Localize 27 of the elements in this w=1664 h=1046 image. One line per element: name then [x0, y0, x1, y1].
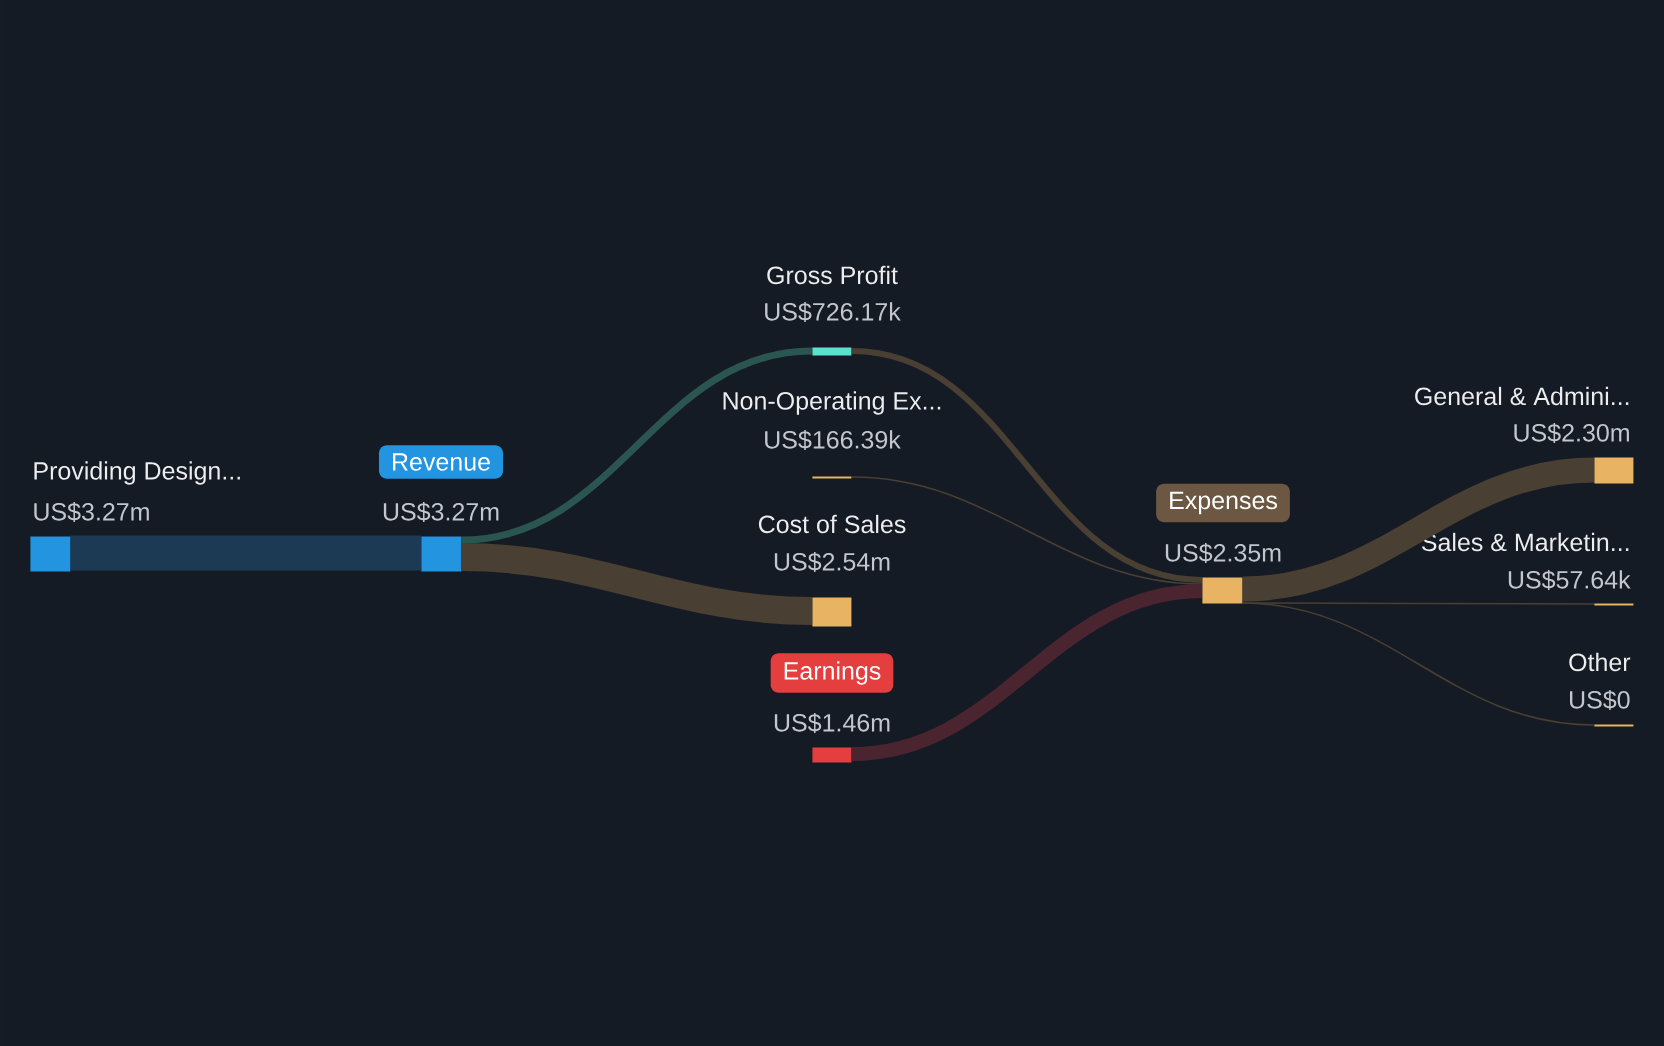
node-label: General & Admini...: [1415, 386, 1629, 406]
label-pill: Revenue: [379, 445, 504, 479]
value-label: US$2.30m: [1514, 422, 1629, 444]
flow-ribbon: [851, 348, 1203, 583]
value-label: US$0: [1570, 689, 1630, 711]
label-pill: Expenses: [1156, 483, 1290, 523]
label-pill: Earnings: [770, 653, 894, 693]
value-label: US$57.64k: [1508, 569, 1631, 591]
node-label: Cost of Sales: [758, 514, 906, 534]
flow-ribbon: [461, 347, 813, 544]
flow-ribbon: [851, 584, 1203, 761]
value-label: US$2.35m: [1165, 542, 1281, 564]
node-label: Non-Operating Ex...: [723, 391, 941, 415]
value-label: US$726.17k: [765, 301, 901, 323]
flow-ribbon: [851, 476, 1203, 585]
value-label: US$1.46m: [774, 712, 890, 734]
flow-ribbon: [461, 543, 813, 625]
value-label: US$3.27m: [383, 501, 499, 523]
node-label: Gross Profit: [767, 265, 898, 285]
flow-ribbon: [70, 535, 421, 571]
value-label: US$3.27m: [34, 501, 149, 523]
flow-ribbon: [1242, 602, 1595, 726]
node-label: Providing Design...: [34, 461, 240, 485]
value-label: US$2.54m: [774, 551, 890, 573]
flow-ribbon: [1241, 457, 1595, 602]
node-label: Other: [1569, 652, 1631, 672]
value-label: US$166.39k: [765, 429, 901, 451]
